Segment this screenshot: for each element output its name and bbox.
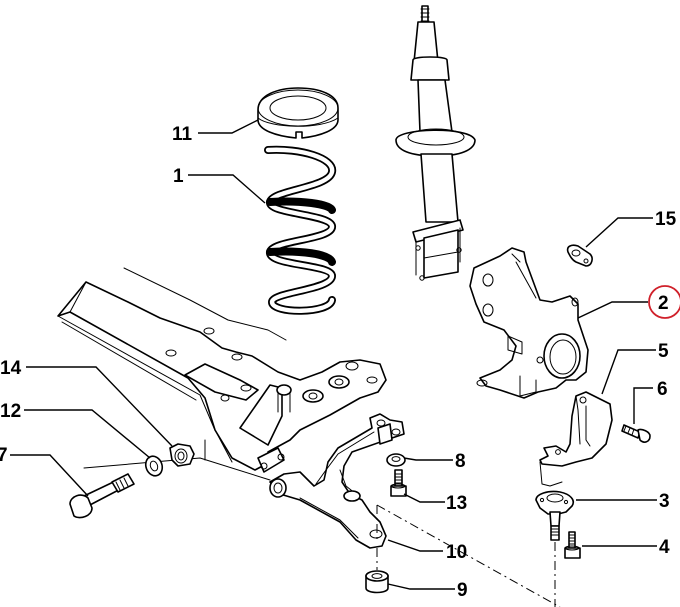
leader-7: [10, 454, 89, 497]
leader-2: [577, 301, 648, 319]
leader-1: [188, 174, 266, 204]
leader-10: [387, 539, 443, 552]
callout-2[interactable]: 2: [658, 293, 669, 314]
ball-joint-bolt: [564, 531, 581, 559]
gasket-plate: [566, 244, 593, 267]
arm-bolt-13: [390, 469, 407, 497]
steering-knuckle: [469, 247, 589, 399]
callout-15[interactable]: 15: [655, 209, 677, 230]
bushing-9: [365, 570, 389, 594]
self-locking-nut-14: [169, 443, 195, 467]
callout-11[interactable]: 11: [172, 124, 193, 145]
leader-9: [387, 583, 455, 590]
callout-labels: 11 1 15 2 5 6 14 12 7 8 13 10 9 3 4: [0, 124, 677, 601]
callout-6[interactable]: 6: [657, 379, 668, 400]
leader-15: [585, 217, 653, 248]
washer-12: [144, 455, 164, 477]
callout-5[interactable]: 5: [658, 341, 669, 362]
callout-9[interactable]: 9: [457, 580, 468, 601]
assembly-line-diagonal: [376, 504, 561, 607]
washer-8: [386, 453, 406, 467]
callout-2-highlight-ring: [648, 285, 680, 319]
callout-12[interactable]: 12: [0, 401, 21, 422]
shield-bolt: [621, 424, 651, 443]
callout-7[interactable]: 7: [0, 445, 8, 466]
dust-shield: [539, 391, 613, 487]
leader-12: [24, 409, 151, 459]
lower-control-arm: [269, 413, 405, 549]
callout-4[interactable]: 4: [659, 537, 670, 558]
callout-1[interactable]: 1: [173, 166, 184, 187]
leader-5: [601, 349, 656, 395]
leader-13: [403, 493, 445, 503]
spring-seat: [257, 87, 339, 139]
leader-14: [26, 366, 173, 447]
callout-8[interactable]: 8: [455, 451, 466, 472]
callout-13[interactable]: 13: [446, 493, 467, 514]
callout-14[interactable]: 14: [0, 358, 22, 379]
callout-10[interactable]: 10: [446, 542, 467, 563]
leader-lines: [10, 119, 657, 590]
callout-3[interactable]: 3: [659, 491, 670, 512]
leader-11: [198, 119, 259, 134]
shock-absorber: [395, 5, 476, 281]
leader-8: [403, 457, 453, 461]
leader-6: [633, 387, 653, 424]
subframe: [57, 267, 387, 481]
coil-spring: [264, 145, 337, 315]
ball-joint: [535, 490, 575, 541]
pivot-bolt-7: [69, 473, 135, 519]
